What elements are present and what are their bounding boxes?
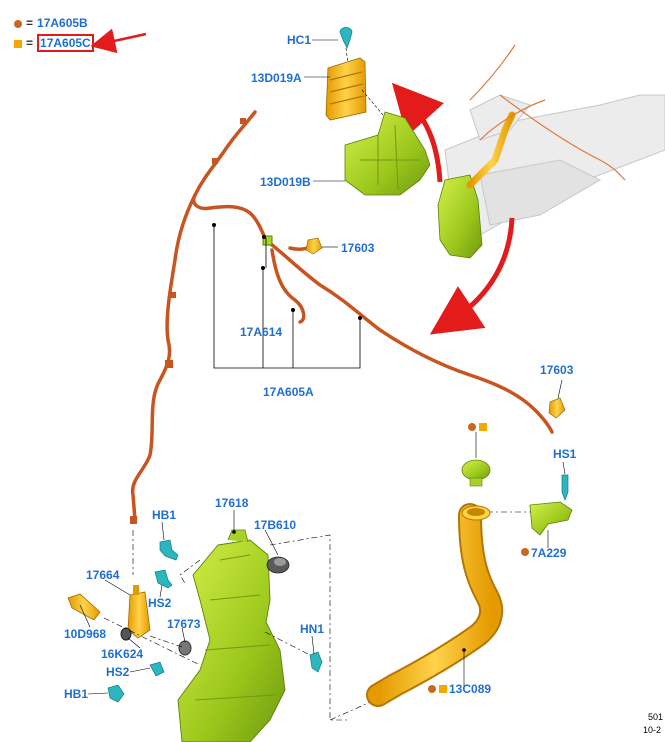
label-17673: 17673 <box>167 617 201 631</box>
red-arrow-down <box>429 217 515 335</box>
label-HS1: HS1 <box>553 447 577 461</box>
label-17618: 17618 <box>215 496 249 510</box>
label-HC1: HC1 <box>287 33 312 47</box>
legend-item-17A605B: =17A605B <box>14 16 88 30</box>
assembly-outline-lines <box>103 511 535 721</box>
legend-part-highlighted: 17A605C <box>37 34 94 52</box>
legend-equals: = <box>26 36 34 50</box>
hose-clips <box>130 118 246 524</box>
leader-dots <box>212 223 362 320</box>
corner-ref-line1: 501 <box>648 712 664 722</box>
label-17664: 17664 <box>86 568 120 582</box>
seal-16K624 <box>120 627 132 641</box>
legend-item-17A605C: =17A605C <box>14 34 94 52</box>
dot-icon <box>14 19 22 28</box>
washer-nozzle-17603-right <box>548 397 566 419</box>
label-13D019A: 13D019A <box>251 71 302 85</box>
hose-connector-17A614 <box>262 235 273 246</box>
label-13C089: 13C089 <box>449 682 492 696</box>
corner-ref-line2: 10-2 <box>643 725 662 735</box>
installed-hose-illustration <box>469 44 626 181</box>
grommet-17673 <box>178 640 192 656</box>
red-arrow-legend <box>90 28 147 54</box>
label-HB1-bottom: HB1 <box>64 687 89 701</box>
label-HS2-top: HS2 <box>148 596 172 610</box>
legend-equals: = <box>26 16 34 30</box>
grommet-17B610 <box>266 556 290 574</box>
washer-hose-17A605A <box>130 110 554 522</box>
color-markers <box>428 423 529 693</box>
square-icon <box>14 39 22 48</box>
label-7A229: 7A229 <box>531 546 567 560</box>
installed-reservoir-illustration <box>437 111 516 259</box>
label-HS2-bottom: HS2 <box>106 665 130 679</box>
label-leaders <box>79 39 566 695</box>
label-17603-top: 17603 <box>341 241 375 255</box>
label-HB1-top: HB1 <box>152 508 177 522</box>
label-17603-right: 17603 <box>540 363 574 377</box>
filler-cap <box>461 459 491 487</box>
leader-brackets <box>213 225 361 369</box>
label-17A614: 17A614 <box>240 325 283 339</box>
label-10D968: 10D968 <box>64 627 107 641</box>
label-13D019B: 13D019B <box>260 175 311 189</box>
clip-HC1 <box>339 27 353 49</box>
vehicle-body-frame <box>444 94 665 236</box>
fasteners <box>107 474 569 703</box>
red-arrow-up <box>391 82 444 183</box>
label-17B610: 17B610 <box>254 518 297 532</box>
washer-nozzle-17603-top <box>305 237 323 255</box>
pump-17664 <box>127 585 151 639</box>
filler-neck-13C089 <box>366 503 504 707</box>
label-17A605A: 17A605A <box>263 385 314 399</box>
label-HN1: HN1 <box>300 622 325 636</box>
legend-part: 17A605B <box>37 16 88 30</box>
bracket-13D019B <box>344 111 431 196</box>
bracket-7A229 <box>529 501 573 536</box>
shield-13D019A <box>325 57 367 121</box>
sensor-10D968 <box>67 593 101 621</box>
label-16K624: 16K624 <box>101 647 144 661</box>
